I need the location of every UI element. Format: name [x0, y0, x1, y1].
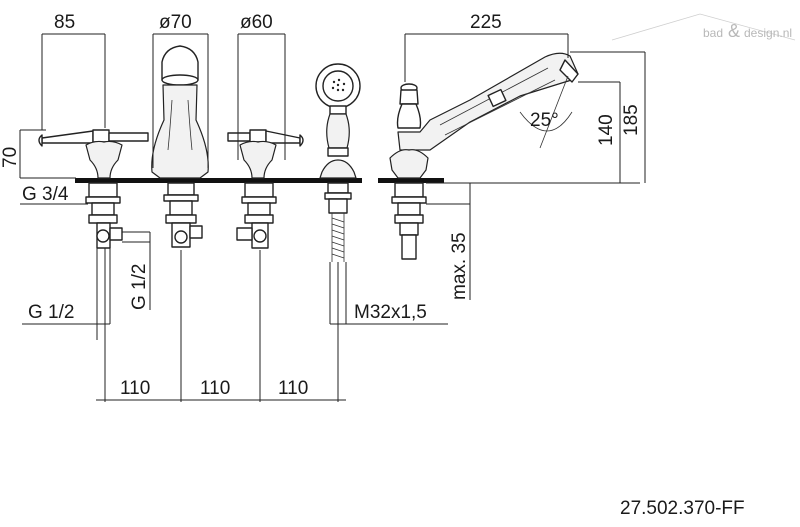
- hand-shower: [315, 63, 361, 262]
- dim-handshower-diameter: ø60: [237, 12, 286, 160]
- dim-max35-label: max. 35: [449, 232, 470, 300]
- dim-70-label: 70: [0, 147, 21, 168]
- dim-angle-label: 25°: [530, 110, 559, 131]
- watermark-amp: &: [728, 21, 740, 41]
- dim-g12-left-label: G 1/2: [28, 302, 74, 323]
- deck-plate-left: [75, 178, 362, 183]
- dim-140: 140: [444, 81, 640, 184]
- dim-m32: M32x1,5: [329, 262, 448, 325]
- dim-g34: G 3/4: [20, 184, 88, 205]
- dim-g12-vertical: G 1/2: [122, 231, 151, 310]
- dim-225: 225: [404, 12, 569, 82]
- right-handle-valve: [227, 129, 304, 249]
- dim-225-label: 225: [470, 12, 502, 33]
- dim-85: 85: [41, 12, 106, 130]
- dim-140-label: 140: [596, 114, 617, 146]
- dim-g12-vertical-label: G 1/2: [129, 264, 150, 310]
- dim-handshower-diameter-label: ø60: [240, 12, 273, 33]
- dim-max35: max. 35: [426, 182, 471, 300]
- center-spout: [151, 45, 209, 248]
- product-code: 27.502.370-FF: [620, 498, 745, 519]
- dim-85-label: 85: [54, 12, 75, 33]
- deck-plate-right: [378, 178, 444, 183]
- dim-m32-label: M32x1,5: [354, 302, 427, 323]
- tub-spout: [389, 52, 579, 260]
- dim-spout-diameter-label: ø70: [159, 12, 192, 33]
- watermark: bad & design.nl: [611, 13, 796, 41]
- dim-spacing-3-label: 110: [278, 378, 308, 399]
- dim-70: 70: [0, 129, 76, 179]
- watermark-right: design.nl: [744, 26, 792, 40]
- dim-185-label: 185: [621, 104, 642, 136]
- dim-g34-label: G 3/4: [22, 184, 69, 205]
- dim-spacing-2-label: 110: [200, 378, 230, 399]
- dim-spacing-1-label: 110: [120, 378, 150, 399]
- dim-angle: 25°: [519, 75, 573, 149]
- dim-spout-diameter: ø70: [152, 12, 209, 168]
- dim-185: 185: [570, 51, 646, 183]
- dim-g12-left: G 1/2: [22, 248, 111, 340]
- left-handle-valve: [38, 129, 149, 249]
- dim-spacing: 110 110 110: [96, 248, 346, 402]
- watermark-left: bad: [703, 26, 723, 40]
